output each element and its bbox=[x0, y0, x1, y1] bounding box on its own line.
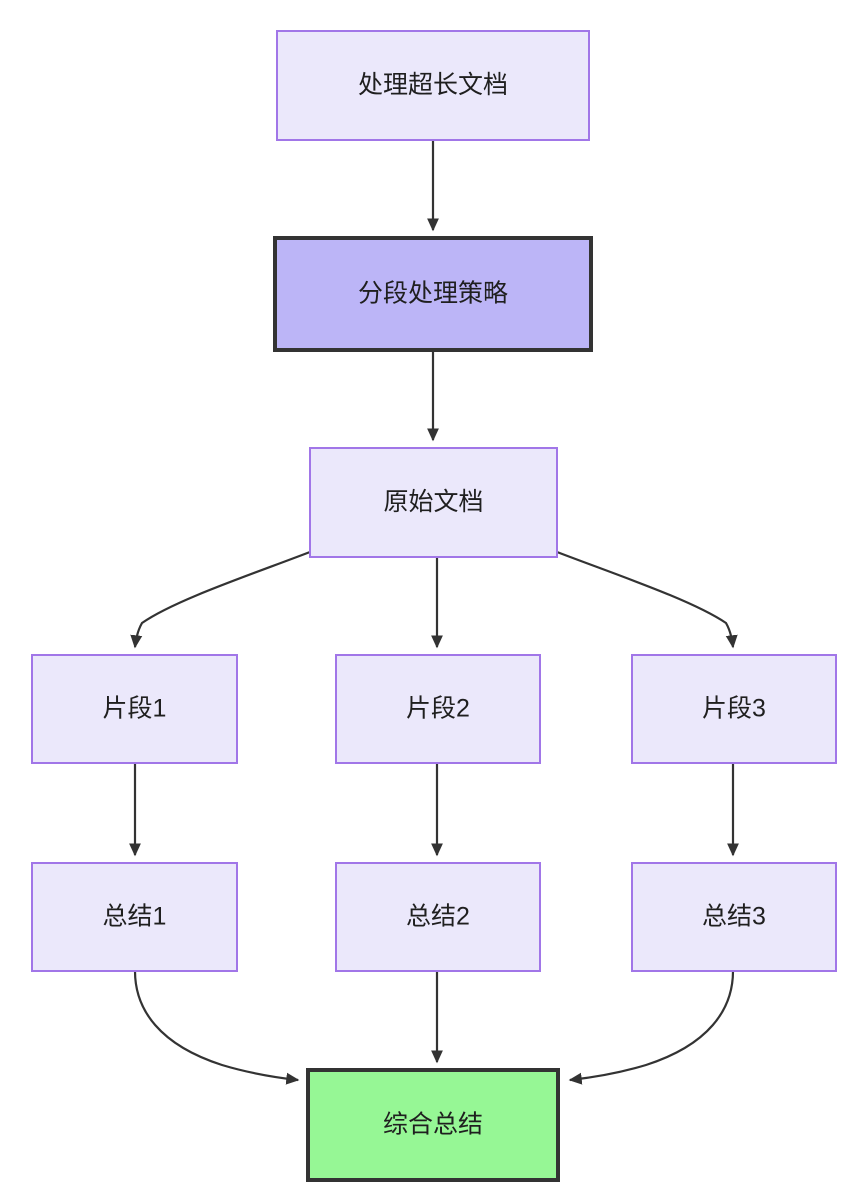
node-final-summary[interactable]: 综合总结 bbox=[306, 1068, 560, 1182]
edge-source-to-fragment-3 bbox=[556, 550, 738, 649]
node-label: 片段1 bbox=[103, 695, 167, 723]
node-box[interactable] bbox=[273, 236, 593, 352]
node-label: 处理超长文档 bbox=[358, 71, 508, 99]
node-box[interactable] bbox=[309, 447, 558, 558]
edge-summary-1-to-final bbox=[133, 970, 300, 1085]
node-label: 总结1 bbox=[103, 903, 167, 931]
node-label: 总结3 bbox=[702, 903, 766, 931]
node-chunking-strategy[interactable]: 分段处理策略 bbox=[273, 236, 593, 352]
node-label: 片段2 bbox=[406, 695, 470, 723]
node-fragment-2[interactable]: 片段2 bbox=[335, 654, 541, 764]
edge-source-to-fragment-1 bbox=[130, 550, 311, 649]
node-summary-1[interactable]: 总结1 bbox=[31, 862, 238, 972]
node-box[interactable] bbox=[31, 654, 238, 764]
node-label: 原始文档 bbox=[383, 488, 483, 516]
edge-layer bbox=[128, 140, 740, 1085]
node-box[interactable] bbox=[631, 862, 837, 972]
node-process-long-document[interactable]: 处理超长文档 bbox=[276, 30, 590, 141]
node-source-document[interactable]: 原始文档 bbox=[309, 447, 558, 558]
node-summary-2[interactable]: 总结2 bbox=[335, 862, 541, 972]
node-summary-3[interactable]: 总结3 bbox=[631, 862, 837, 972]
node-box[interactable] bbox=[335, 654, 541, 764]
node-label: 片段3 bbox=[702, 695, 766, 723]
node-label: 分段处理策略 bbox=[358, 280, 508, 308]
edge-summary-3-to-final bbox=[568, 970, 735, 1085]
node-label: 总结2 bbox=[406, 903, 470, 931]
node-box[interactable] bbox=[335, 862, 541, 972]
node-box[interactable] bbox=[31, 862, 238, 972]
node-label: 综合总结 bbox=[383, 1111, 483, 1139]
node-box[interactable] bbox=[276, 30, 590, 141]
node-box[interactable] bbox=[306, 1068, 560, 1182]
node-fragment-1[interactable]: 片段1 bbox=[31, 654, 238, 764]
node-fragment-3[interactable]: 片段3 bbox=[631, 654, 837, 764]
node-box[interactable] bbox=[631, 654, 837, 764]
